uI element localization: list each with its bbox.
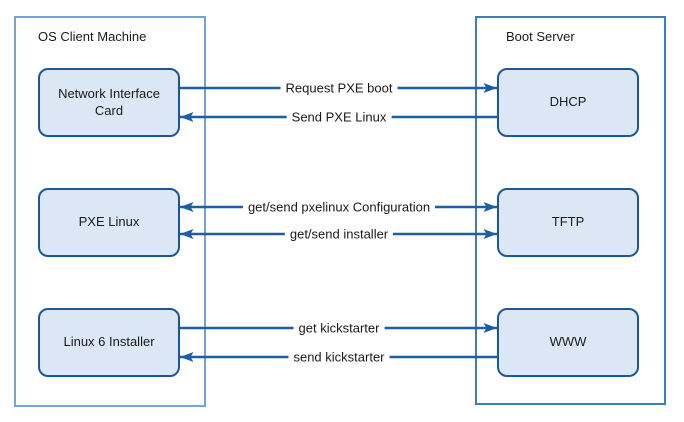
- flow-label-send-kickstarter: send kickstarter: [288, 349, 390, 365]
- node-dhcp: DHCP: [497, 68, 639, 137]
- node-network-interface-card: Network Interface Card: [38, 68, 180, 137]
- node-label: WWW: [549, 334, 587, 350]
- node-pxe-linux: PXE Linux: [38, 188, 180, 257]
- flow-label-send-pxe-linux: Send PXE Linux: [286, 109, 392, 125]
- node-label: PXE Linux: [78, 214, 140, 230]
- flow-label-get-kickstarter: get kickstarter: [293, 320, 385, 336]
- flow-label-request-pxe-boot: Request PXE boot: [280, 80, 398, 96]
- node-linux-6-installer: Linux 6 Installer: [38, 308, 180, 377]
- flow-label-get-send-pxelinux-configuration: get/send pxelinux Configuration: [242, 199, 436, 215]
- node-label: Network Interface Card: [58, 86, 160, 118]
- node-label: DHCP: [549, 94, 587, 110]
- node-www: WWW: [497, 308, 639, 377]
- container-title-boot-server: Boot Server: [506, 29, 575, 44]
- node-label: TFTP: [551, 214, 585, 230]
- container-title-os-client-machine: OS Client Machine: [38, 29, 147, 44]
- flow-label-get-send-installer: get/send installer: [284, 226, 394, 242]
- node-label: Linux 6 Installer: [63, 334, 155, 350]
- node-tftp: TFTP: [497, 188, 639, 257]
